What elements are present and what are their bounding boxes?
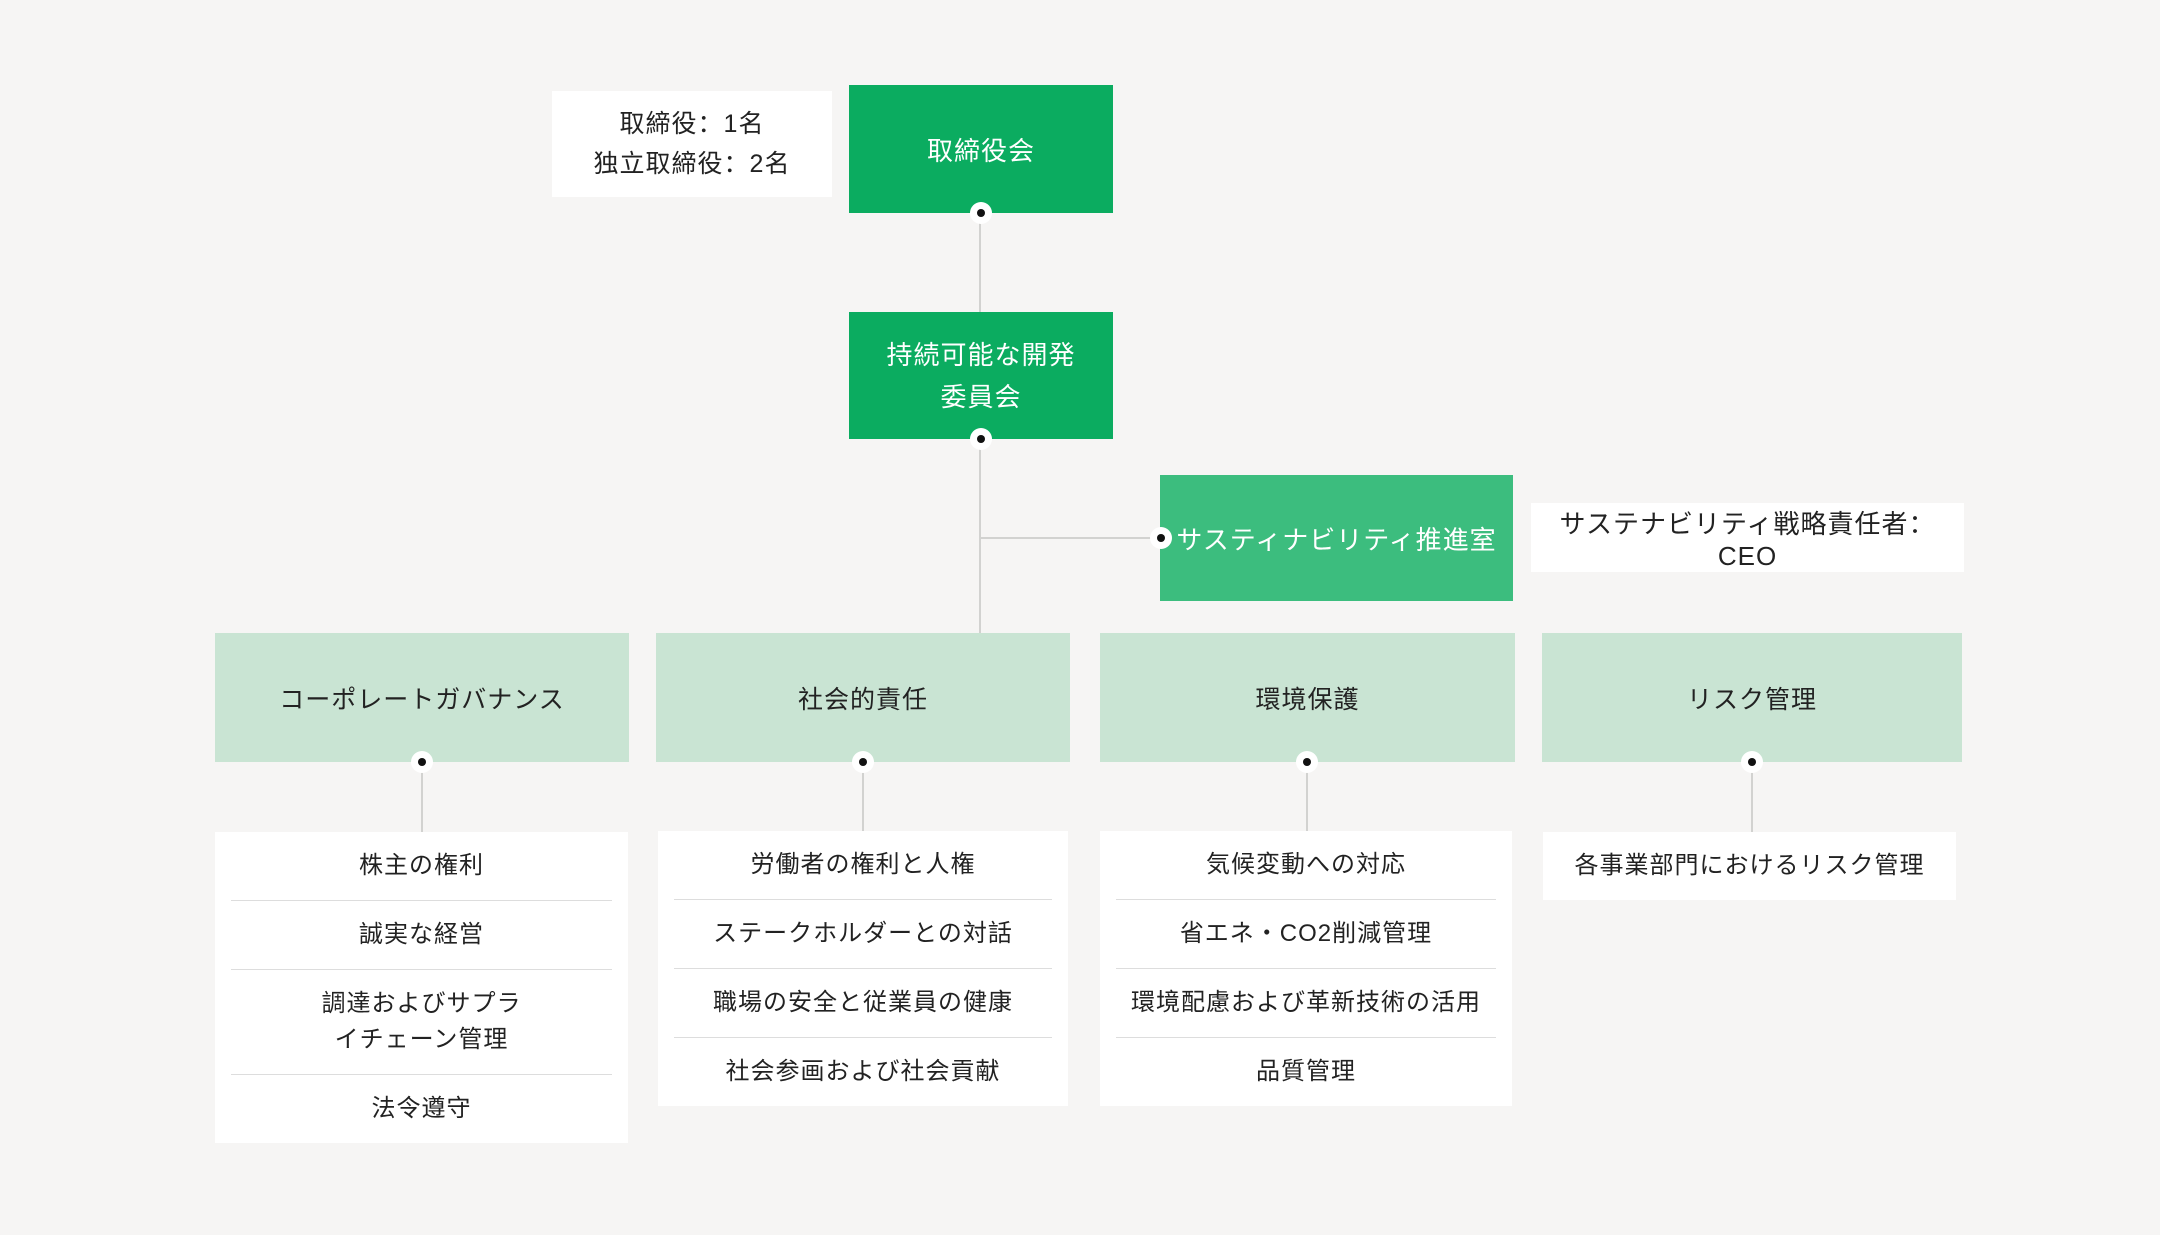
pillar-box-environment: 環境保護 [1100,633,1515,762]
connector-line-environment-list [1306,762,1308,832]
pillar-title: 社会的責任 [797,685,928,714]
list-item: 社会参画および社会貢献 [674,1037,1052,1106]
ceo-note-text: サステナビリティ戦略責任者：CEO [1559,508,1936,571]
connector-line-committee-office [980,537,1161,539]
list-item: 調達およびサプラ イチェーン管理 [231,969,612,1074]
connector-line-social-list [862,762,864,832]
pillar-list-governance: 株主の権利 誠実な経営 調達およびサプラ イチェーン管理 法令遵守 [215,832,628,1143]
list-item: 労働者の権利と人権 [750,851,976,878]
connector-line-governance-list [421,762,423,832]
list-item: 各事業部門におけるリスク管理 [1574,852,1925,879]
pillar-box-risk: リスク管理 [1542,633,1962,762]
board-box: 取締役会 [849,85,1113,213]
sustainability-office-box: サスティナビリティ推進室 [1160,475,1513,601]
connector-line-board-committee [979,213,981,312]
list-item: 誠実な経営 [231,900,612,969]
connector-dot-environment [1296,751,1318,773]
pillar-list-social: 労働者の権利と人権 ステークホルダーとの対話 職場の安全と従業員の健康 社会参画… [658,831,1068,1106]
list-item: 省エネ・CO2削減管理 [1116,899,1496,968]
list-item: 環境配慮および革新技術の活用 [1116,968,1496,1037]
committee-box: 持続可能な開発 委員会 [849,312,1113,439]
connector-dot-committee [970,428,992,450]
board-members-note-text: 取締役：1名 独立取締役：2名 [593,110,791,178]
connector-dot-office [1150,527,1172,549]
list-item: 品質管理 [1116,1037,1496,1106]
connector-dot-board [970,202,992,224]
pillar-box-governance: コーポレートガバナンス [215,633,629,762]
pillar-list-risk: 各事業部門におけるリスク管理 [1543,832,1956,900]
list-item: 株主の権利 [359,852,484,879]
connector-dot-social [852,751,874,773]
pillar-box-social: 社会的責任 [656,633,1070,762]
pillar-title: リスク管理 [1686,685,1817,714]
pillar-list-environment: 気候変動への対応 省エネ・CO2削減管理 環境配慮および革新技術の活用 品質管理 [1100,831,1512,1106]
list-item: 職場の安全と従業員の健康 [674,968,1052,1037]
connector-dot-governance [411,751,433,773]
ceo-note: サステナビリティ戦略責任者：CEO [1531,503,1964,572]
pillar-title: 環境保護 [1255,685,1360,714]
sustainability-office-label: サスティナビリティ推進室 [1176,524,1497,555]
board-label: 取締役会 [926,135,1035,166]
pillar-title: コーポレートガバナンス [279,685,565,714]
connector-line-risk-list [1751,762,1753,832]
committee-label: 持続可能な開発 委員会 [886,339,1076,412]
list-item: 法令遵守 [231,1074,612,1143]
connector-dot-risk [1741,751,1763,773]
list-item: ステークホルダーとの対話 [674,899,1052,968]
board-members-note: 取締役：1名 独立取締役：2名 [552,91,832,197]
list-item: 気候変動への対応 [1206,851,1406,878]
